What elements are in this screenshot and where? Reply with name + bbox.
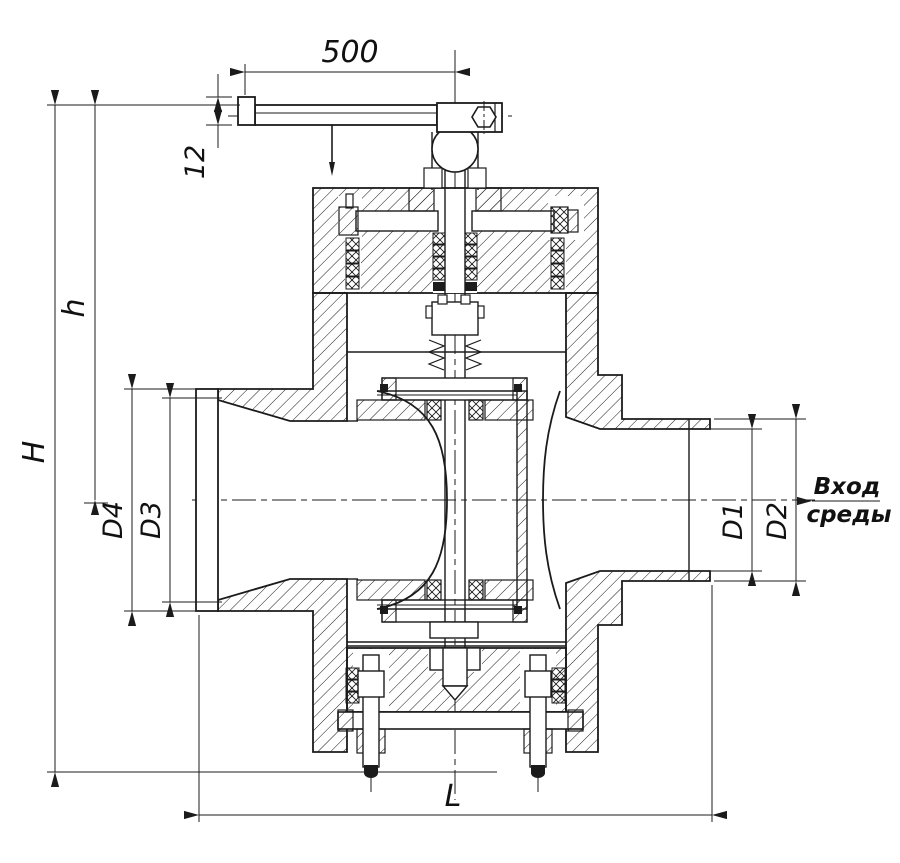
body-right-upper: [565, 292, 711, 430]
label-D4: D4: [98, 501, 129, 539]
upper-guide-plate: [381, 377, 528, 401]
dim-D1: [695, 414, 762, 586]
label-h: h: [57, 298, 92, 317]
stem-coupling: [431, 301, 479, 336]
flow-direction-label-line1: Вход: [814, 474, 881, 500]
dim-D2: [714, 404, 806, 596]
stuffing-box: [338, 167, 579, 291]
pointer-tip: [329, 162, 335, 176]
left-nut-upper: [357, 670, 385, 698]
right-stud-tip: [531, 765, 545, 778]
flow-direction-label-line2: среды: [806, 502, 891, 528]
dimension-labels: 500 12 H h D4 D3 D1 D2 L Вход среды: [17, 35, 892, 814]
tbolt-left: [338, 206, 359, 236]
tbolt-right: [550, 206, 569, 234]
right-throat-profile: [542, 390, 561, 610]
lower-bearing-left: [426, 579, 442, 601]
spring-stack-left: [427, 339, 446, 371]
internals: [356, 294, 561, 639]
body-left-lower: [217, 578, 348, 753]
chamber-lines: [347, 351, 690, 647]
top-nut-left: [423, 167, 443, 189]
handle-end-cap: [237, 96, 256, 126]
dim-L: [184, 585, 727, 822]
body-right-lower: [565, 570, 711, 753]
bottom-flange-assembly: [337, 654, 584, 778]
upper-seat-left: [356, 399, 426, 421]
gland-cap-right: [475, 187, 502, 212]
handle-bar: [254, 104, 438, 126]
outlet-collar: [195, 388, 219, 612]
spring-stack-right: [464, 339, 483, 371]
dim-D4: [124, 374, 198, 626]
stem-tail-guide: [429, 621, 479, 639]
bottom-drain: [429, 647, 481, 702]
top-nut-right: [467, 167, 487, 189]
lower-seat-left: [356, 579, 426, 601]
gland-plate-right: [471, 210, 555, 232]
lower-seat-right: [484, 579, 534, 601]
dim-D3: [162, 383, 222, 617]
upper-bearing-left: [426, 399, 442, 421]
gland-plate-left: [355, 210, 439, 232]
handle-assembly: [237, 96, 503, 176]
dim-H: [47, 90, 497, 787]
label-D3: D3: [136, 501, 167, 539]
lower-bearing-right: [468, 579, 484, 601]
gland-cap-left: [408, 187, 435, 212]
label-H: H: [17, 441, 52, 464]
dim-500: [230, 64, 470, 100]
plug-cage-wall: [516, 390, 528, 610]
label-L: L: [445, 779, 462, 814]
label-D2: D2: [762, 502, 793, 540]
right-nut-upper: [524, 670, 552, 698]
dimension-lines: [47, 64, 880, 822]
label-500: 500: [321, 35, 378, 70]
dim-h: [84, 90, 108, 515]
dim-12: [206, 74, 232, 148]
label-12: 12: [180, 145, 211, 179]
label-D1: D1: [718, 502, 749, 540]
body-left-upper: [217, 292, 348, 422]
upper-bearing-right: [468, 399, 484, 421]
lower-guide-plate: [381, 599, 528, 623]
